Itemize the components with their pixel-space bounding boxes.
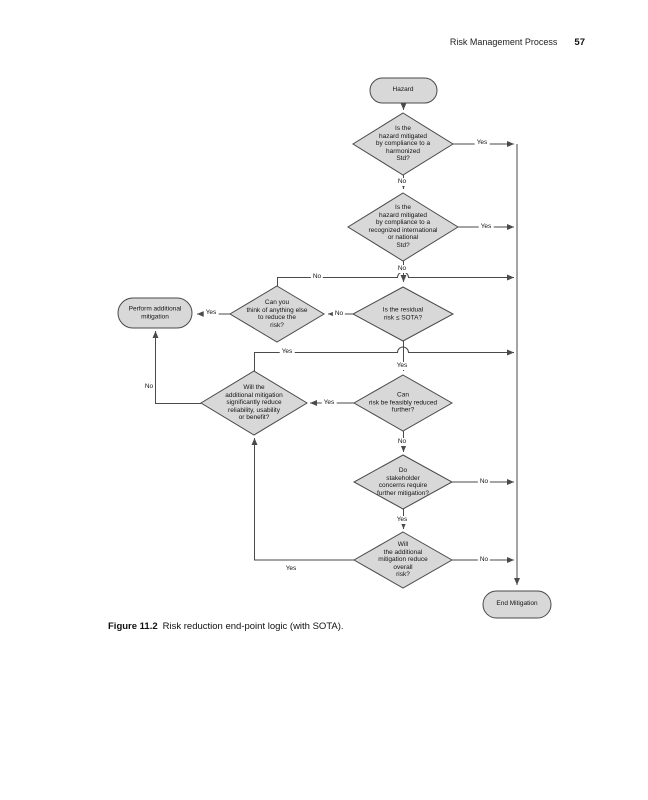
edge-label-anything-else-no: No — [310, 273, 324, 281]
decision-mitigation-overall-risk — [352, 531, 454, 589]
running-header: Risk Management Process 57 — [450, 37, 585, 48]
decision-harmonized-std — [352, 112, 454, 176]
node-stakeholder-concerns-label: Do stakeholder concerns require further … — [376, 466, 430, 497]
decision-recognized-std — [347, 192, 459, 262]
decision-stakeholder-concerns — [352, 454, 454, 510]
figure-caption: Figure 11.2 Risk reduction end-point logi… — [108, 621, 344, 632]
edge-label-side-effects-yes: Yes — [279, 348, 295, 356]
connectors — [152, 103, 520, 585]
edge-label-residual-yes: Yes — [394, 362, 410, 370]
node-perform-mitigation-label: Perform additional mitigation — [128, 305, 182, 320]
node-anything-else-label: Can you think of anything else to reduce… — [246, 298, 308, 329]
edge-label-harmonized-yes: Yes — [474, 139, 490, 147]
edge-label-feasibly-yes: Yes — [321, 399, 337, 407]
edge-label-recognized-yes: Yes — [478, 223, 494, 231]
node-residual-risk-label: Is the residual risk ≤ SOTA? — [382, 306, 424, 321]
connector-overall-yes — [251, 438, 354, 561]
terminator-hazard — [369, 77, 438, 104]
connector-side-effects-yes — [254, 346, 514, 371]
edge-label-residual-no: No — [332, 310, 346, 318]
node-harmonized-std-label: Is the hazard mitigated by compliance to… — [375, 125, 431, 163]
decision-anything-else — [229, 285, 325, 343]
edge-label-side-effects-no: No — [142, 383, 156, 391]
node-recognized-std-label: Is the hazard mitigated by compliance to… — [368, 204, 438, 250]
edge-label-anything-else-yes: Yes — [203, 309, 219, 317]
nodes — [117, 77, 552, 619]
node-end-mitigation-label: End Mitigation — [496, 600, 538, 608]
page-number: 57 — [574, 37, 585, 48]
decision-residual-risk — [351, 286, 455, 342]
edge-label-recognized-no: No — [395, 265, 409, 273]
node-mitigation-overall-risk-label: Will the additional mitigation reduce ov… — [378, 541, 428, 579]
terminator-perform-mitigation — [117, 297, 193, 329]
edge-label-harmonized-no: No — [395, 178, 409, 186]
node-mitigation-side-effects-label: Will the additional mitigation significa… — [225, 384, 283, 422]
node-feasibly-reduced-label: Can risk be feasibly reduced further? — [368, 391, 438, 414]
figure-caption-label: Figure 11.2 — [108, 621, 158, 632]
edge-label-overall-no: No — [477, 556, 491, 564]
edge-label-stakeholder-no: No — [477, 478, 491, 486]
header-title: Risk Management Process — [449, 37, 558, 47]
terminator-end-mitigation — [482, 590, 552, 619]
edge-label-feasibly-no: No — [395, 438, 409, 446]
figure-caption-text: Risk reduction end-point logic (with SOT… — [162, 621, 344, 632]
edge-label-stakeholder-yes: Yes — [394, 516, 410, 524]
decision-mitigation-side-effects — [200, 370, 308, 436]
connector-side-effects-no — [152, 331, 201, 404]
decision-feasibly-reduced — [352, 374, 454, 432]
edge-label-overall-yes: Yes — [283, 565, 299, 573]
node-hazard-label: Hazard — [392, 86, 414, 94]
